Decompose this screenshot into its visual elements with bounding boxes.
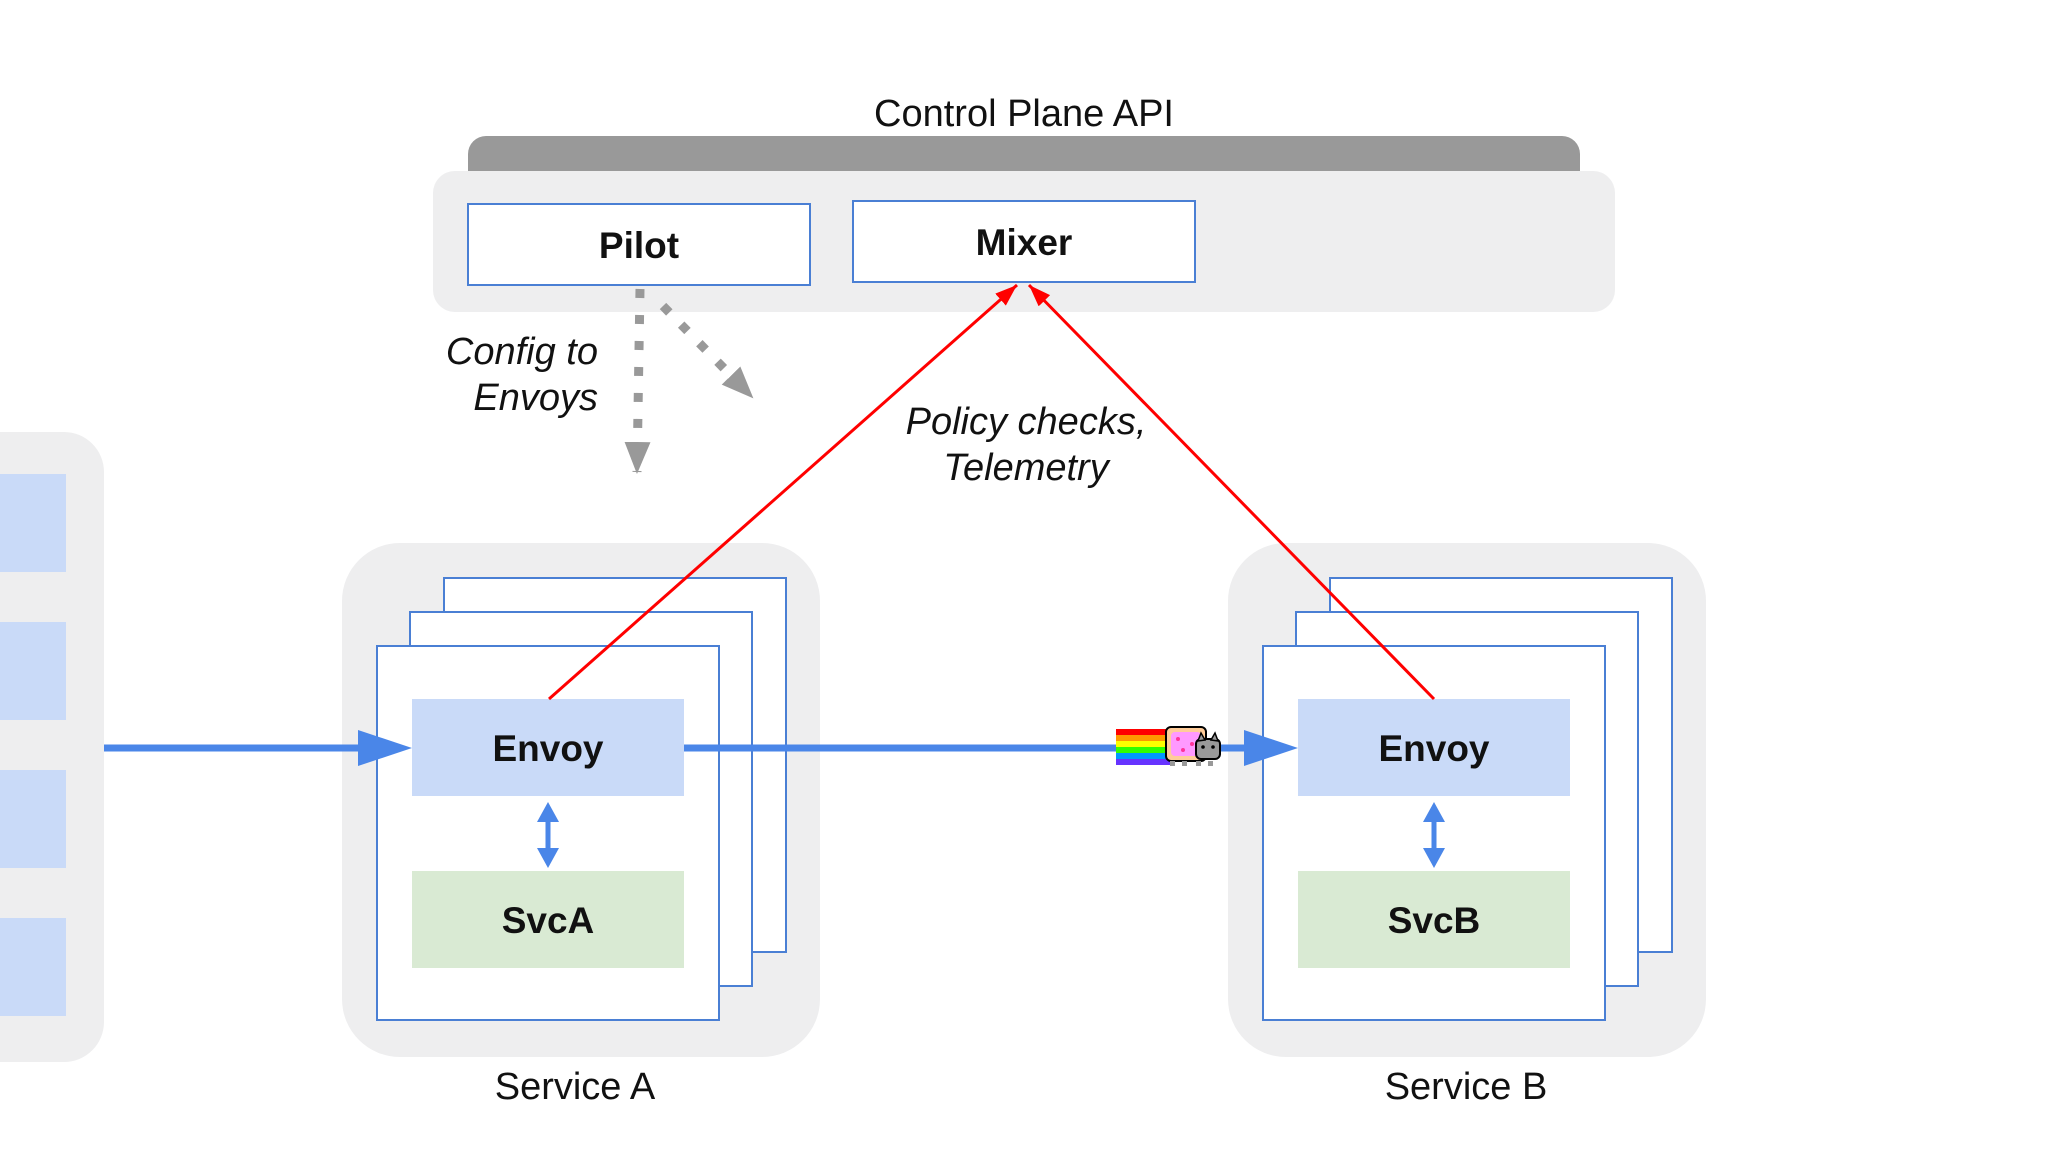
service-a-label: Service A	[495, 1066, 656, 1108]
policy-annotation-line2: Telemetry	[943, 447, 1110, 489]
service-a-bidirectional-arrow	[537, 802, 559, 868]
policy-annotation-line1: Policy checks,	[906, 401, 1147, 443]
service-b-svc-label: SvcB	[1388, 900, 1481, 941]
config-arrows: Config to Envoys	[446, 288, 756, 474]
service-b-svc	[1298, 871, 1570, 968]
service-b-envoy	[1298, 699, 1570, 796]
mixer-box: Mixer	[852, 200, 1196, 283]
config-arrow-down	[624, 288, 651, 474]
service-a-envoy-label: Envoy	[492, 728, 603, 769]
upstream-instance	[0, 474, 66, 572]
service-b-to-mixer-line	[1027, 283, 1436, 701]
config-annotation-line1: Config to	[446, 331, 598, 373]
service-b-arrowhead	[1244, 730, 1298, 766]
service-b-label: Service B	[1385, 1066, 1548, 1108]
upstream-instance	[0, 622, 66, 720]
service-b: Envoy SvcB Service B	[1228, 543, 1706, 1108]
mixer-label: Mixer	[976, 222, 1073, 263]
policy-telemetry-lines: Policy checks, Telemetry	[548, 283, 1436, 701]
service-b-envoy-label: Envoy	[1378, 728, 1489, 769]
service-a-svc	[412, 871, 684, 968]
control-plane: Control Plane API Pilot Mixer	[433, 93, 1615, 312]
nyan-cat-icon	[1116, 726, 1221, 766]
service-a-to-mixer-line	[548, 283, 1018, 701]
upstream-instance	[0, 918, 66, 1016]
service-a: Envoy SvcA Service A	[342, 543, 820, 1108]
service-a-svc-label: SvcA	[502, 900, 595, 941]
upstream-service-panel	[0, 432, 104, 1062]
control-plane-title: Control Plane API	[874, 93, 1174, 135]
pilot-label: Pilot	[599, 225, 679, 266]
upstream-instance	[0, 770, 66, 868]
config-annotation-line2: Envoys	[473, 377, 598, 419]
pilot-box: Pilot	[467, 203, 811, 286]
service-a-envoy	[412, 699, 684, 796]
service-b-bidirectional-arrow	[1423, 802, 1445, 868]
config-arrow-diagonal	[659, 302, 756, 401]
ingress-arrowhead	[358, 730, 412, 766]
